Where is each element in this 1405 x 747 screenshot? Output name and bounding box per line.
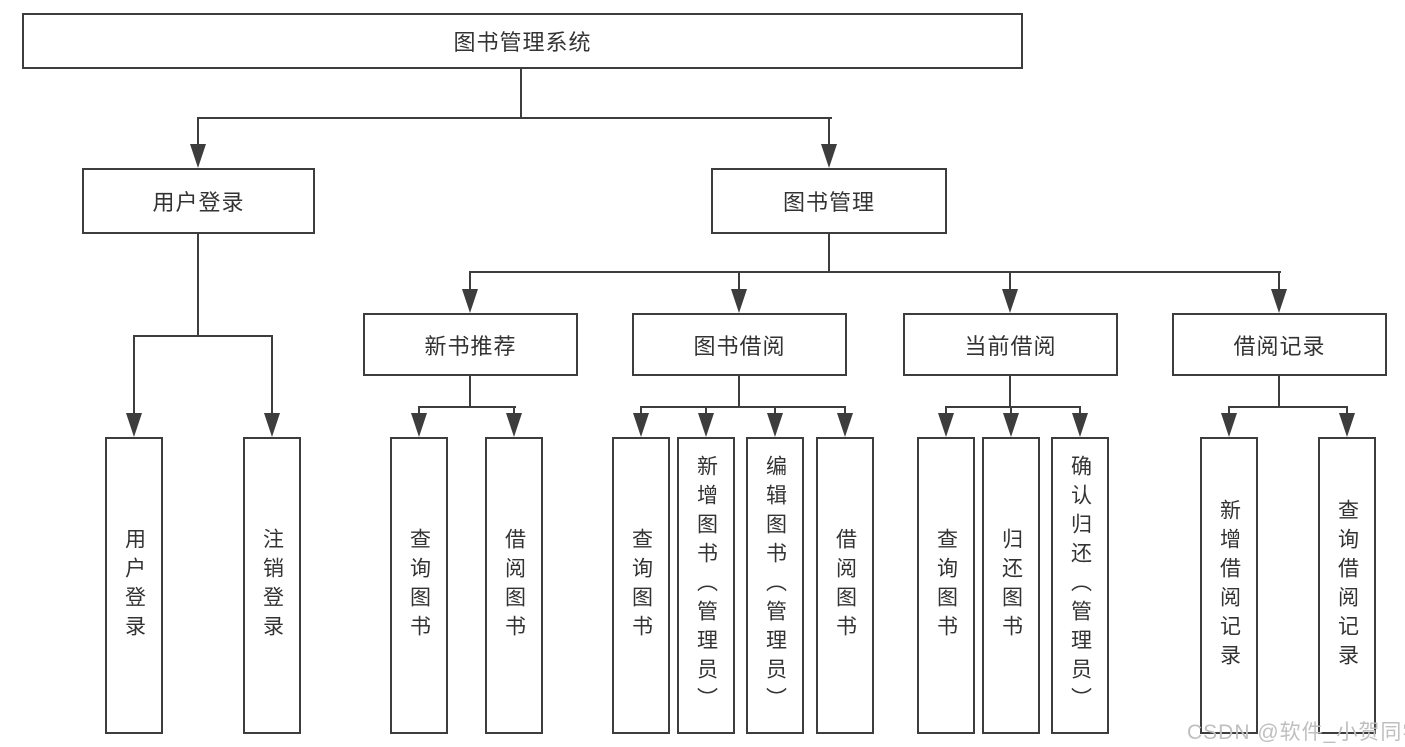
arrow-down-icon [506, 413, 522, 437]
connector-line [197, 234, 199, 337]
arrow-down-icon [462, 289, 478, 313]
node-user-login-group: 用户登录 [82, 168, 315, 234]
arrow-down-icon [821, 144, 837, 168]
arrow-down-icon [1072, 413, 1088, 437]
connector-line [640, 408, 642, 416]
node-label: 编辑图书（管理员） [763, 455, 787, 716]
node-label: 确认归还（管理员） [1068, 455, 1092, 716]
connector-line [738, 273, 740, 291]
node-label: 新书推荐 [424, 333, 517, 359]
node-query-books-borrow: 查询图书 [612, 437, 670, 734]
arrow-down-icon [264, 413, 280, 437]
node-label: 查询图书 [934, 527, 958, 644]
connector-line [418, 408, 420, 416]
connector-line [1010, 408, 1012, 416]
node-book-management: 图书管理 [711, 168, 947, 234]
node-add-borrow-record: 新增借阅记录 [1200, 437, 1258, 734]
node-label: 当前借阅 [964, 333, 1057, 359]
node-query-borrow-record: 查询借阅记录 [1318, 437, 1376, 734]
node-borrow-books: 借阅图书 [816, 437, 874, 734]
node-add-books-admin: 新增图书（管理员） [677, 437, 735, 734]
node-new-book-recommend: 新书推荐 [363, 313, 578, 376]
connector-line [774, 408, 776, 416]
connector-line [1228, 408, 1230, 416]
connector-line [1009, 273, 1011, 291]
connector-line [705, 408, 707, 416]
connector-line [1009, 376, 1011, 408]
connector-line [945, 408, 947, 416]
connector-line [828, 119, 830, 147]
arrow-down-icon [1271, 289, 1287, 313]
arrow-down-icon [1003, 413, 1019, 437]
node-label: 借阅记录 [1233, 333, 1326, 359]
node-label: 借阅图书 [502, 527, 526, 644]
connector-line [469, 271, 1281, 273]
arrow-down-icon [411, 413, 427, 437]
node-query-books-current: 查询图书 [917, 437, 975, 734]
node-label: 归还图书 [999, 527, 1023, 644]
node-label: 查询借阅记录 [1335, 498, 1359, 673]
arrow-down-icon [767, 413, 783, 437]
node-label: 注销登录 [260, 527, 284, 644]
connector-line [197, 117, 832, 119]
connector-line [640, 406, 846, 408]
connector-line [133, 335, 273, 337]
arrow-down-icon [126, 413, 142, 437]
connector-line [133, 337, 135, 415]
node-label: 新增图书（管理员） [694, 455, 718, 716]
node-return-books: 归还图书 [982, 437, 1040, 734]
node-confirm-return-admin: 确认归还（管理员） [1051, 437, 1109, 734]
node-user-login: 用户登录 [105, 437, 163, 734]
node-label: 查询图书 [629, 527, 653, 644]
arrow-down-icon [837, 413, 853, 437]
connector-line [418, 406, 516, 408]
node-label: 图书管理系统 [453, 30, 592, 55]
node-query-books-recommend: 查询图书 [390, 437, 448, 734]
connector-line [828, 234, 830, 273]
node-label: 借阅图书 [833, 527, 857, 644]
connector-line [1228, 406, 1348, 408]
connector-line [469, 273, 471, 291]
node-label: 用户登录 [122, 527, 146, 644]
arrow-down-icon [1002, 289, 1018, 313]
node-label: 用户登录 [152, 190, 245, 215]
connector-line [738, 376, 740, 408]
arrow-down-icon [731, 289, 747, 313]
arrow-down-icon [1339, 413, 1355, 437]
connector-line [271, 337, 273, 415]
connector-line [1079, 408, 1081, 416]
arrow-down-icon [698, 413, 714, 437]
node-label: 图书借阅 [693, 333, 786, 359]
node-borrow-records: 借阅记录 [1172, 313, 1387, 376]
node-label: 图书管理 [782, 190, 875, 215]
connector-line [513, 408, 515, 416]
node-book-borrow: 图书借阅 [632, 313, 847, 376]
arrow-down-icon [1221, 413, 1237, 437]
node-borrow-books-recommend: 借阅图书 [485, 437, 543, 734]
connector-line [844, 408, 846, 416]
watermark: CSDN @软件_小贺同学 [1187, 721, 1405, 744]
node-current-borrow: 当前借阅 [903, 313, 1118, 376]
node-logout-login: 注销登录 [243, 437, 301, 734]
arrow-down-icon [190, 144, 206, 168]
connector-line [520, 69, 522, 119]
connector-line [197, 119, 199, 147]
arrow-down-icon [938, 413, 954, 437]
connector-line [1278, 376, 1280, 408]
connector-line [1278, 273, 1280, 291]
connector-line [945, 406, 1081, 408]
arrow-down-icon [633, 413, 649, 437]
node-edit-books-admin: 编辑图书（管理员） [746, 437, 804, 734]
connector-line [469, 376, 471, 408]
connector-line [1346, 408, 1348, 416]
node-label: 新增借阅记录 [1217, 498, 1241, 673]
node-label: 查询图书 [407, 527, 431, 644]
node-library-system-root: 图书管理系统 [22, 13, 1023, 69]
